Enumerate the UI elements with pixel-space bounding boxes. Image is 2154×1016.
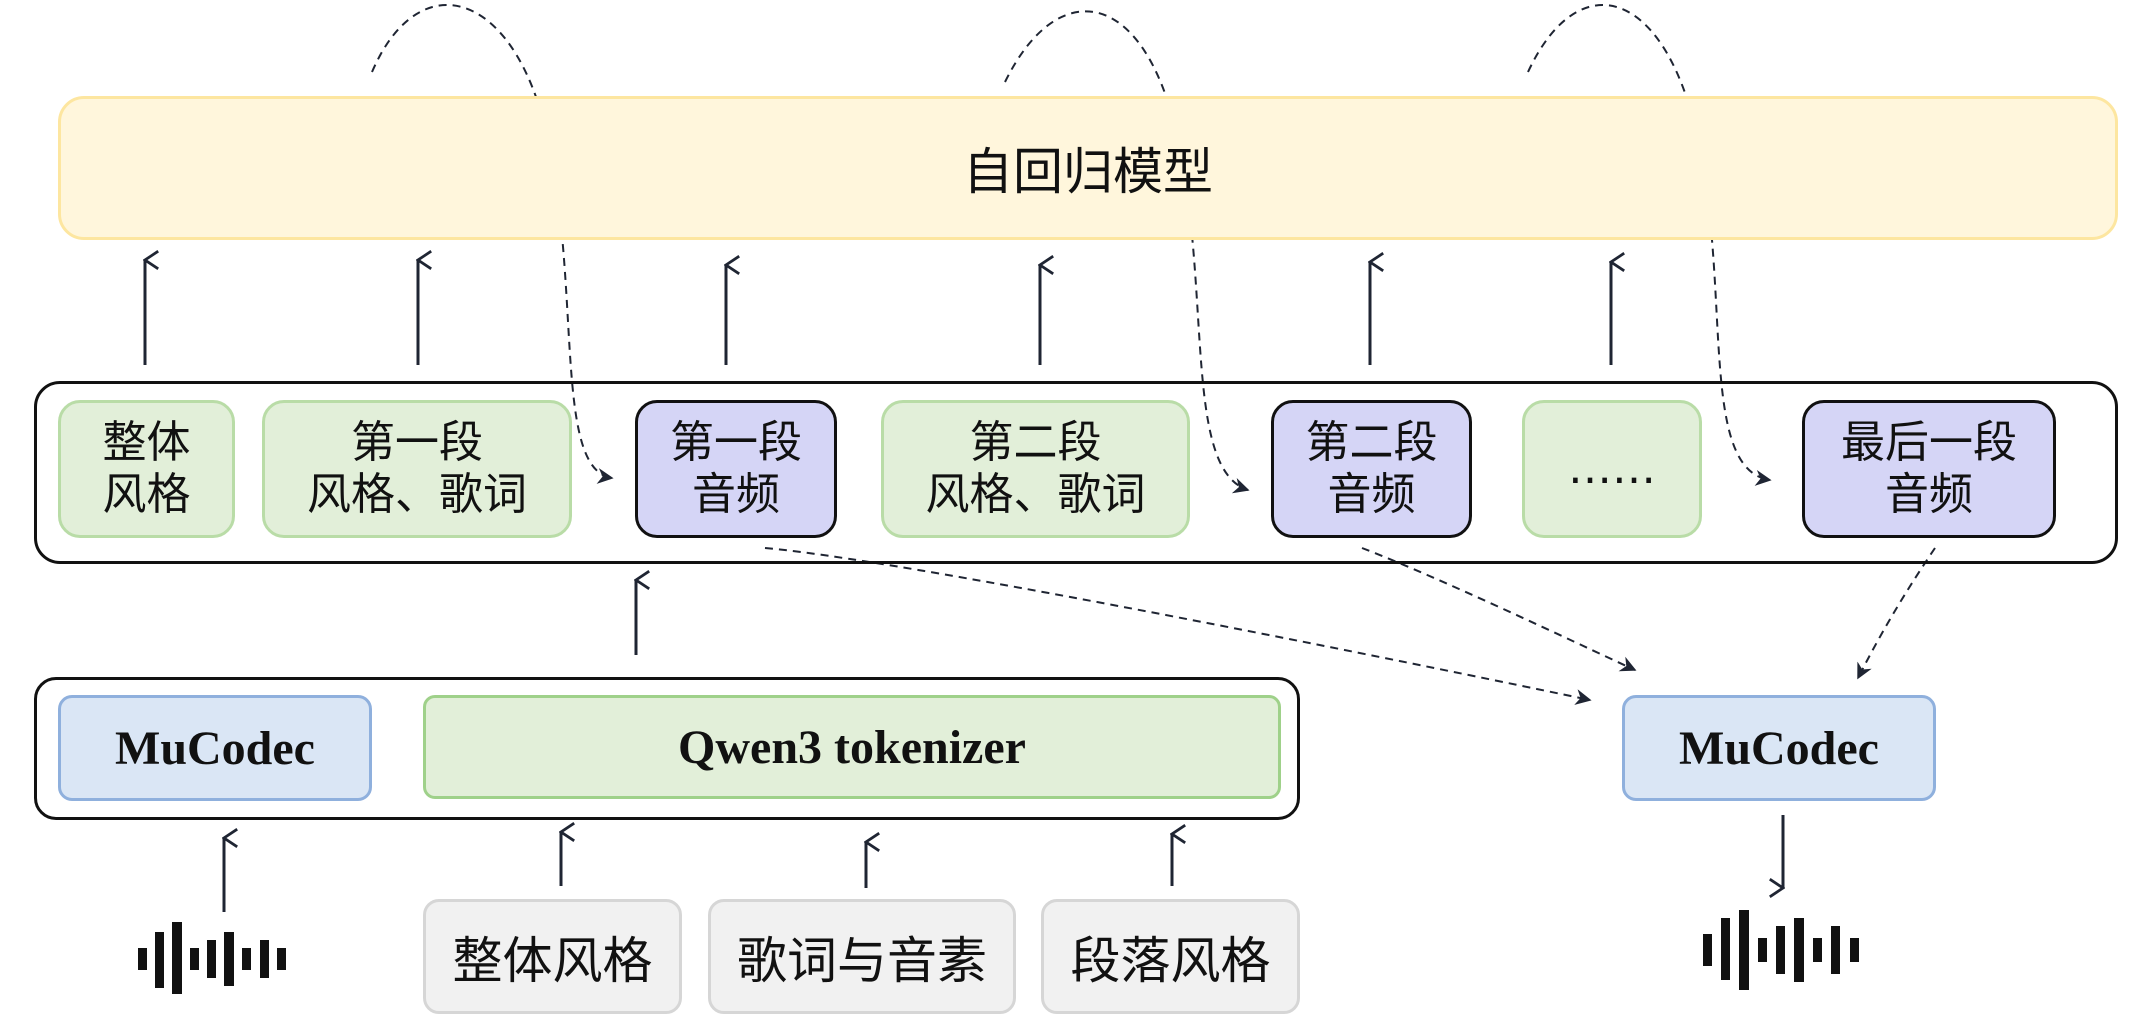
encoder-container: [34, 677, 1300, 820]
output-waveform-icon: [1703, 910, 1859, 990]
token-last-audio: 最后一段 音频: [1802, 400, 2056, 538]
input-waveform-icon: [138, 922, 286, 994]
token-seg1-audio: 第一段 音频: [635, 400, 837, 538]
input-overall-style: 整体风格: [423, 899, 682, 1014]
token-ellipsis: ……: [1522, 400, 1702, 538]
token-label: 第一段 音频: [670, 417, 802, 520]
token-sequence-container: [34, 381, 2118, 564]
model-input-arrows: [145, 260, 1611, 365]
loop-3: [1527, 3, 1772, 486]
input-lyrics-phonemes: 歌词与音素: [708, 899, 1016, 1014]
qwen3-tokenizer: Qwen3 tokenizer: [423, 695, 1281, 799]
mucodec-decoder-label: MuCodec: [1679, 721, 1879, 775]
input-label: 整体风格: [452, 931, 653, 990]
token-seg1-style-lyrics: 第一段 风格、歌词: [262, 400, 572, 538]
input-label: 段落风格: [1070, 931, 1271, 990]
raw-input-arrows: [224, 832, 1172, 912]
token-label: ……: [1568, 443, 1656, 494]
input-segment-style: 段落风格: [1041, 899, 1300, 1014]
decode-line-1: [764, 547, 1592, 705]
token-label: 第二段 音频: [1305, 417, 1438, 520]
decode-line-3: [1857, 547, 1936, 680]
decode-line-2: [1361, 547, 1637, 672]
token-label: 最后一段 音频: [1841, 417, 2017, 520]
mucodec-encoder-label: MuCodec: [115, 721, 315, 775]
input-label: 歌词与音素: [737, 931, 987, 990]
token-overall-style: 整体 风格: [58, 400, 235, 538]
token-label: 第二段 风格、歌词: [925, 417, 1146, 520]
mucodec-encoder: MuCodec: [58, 695, 372, 801]
token-label: 第一段 风格、歌词: [307, 417, 527, 520]
loop-2: [1004, 10, 1250, 494]
model-label: 自回归模型: [963, 143, 1213, 201]
mucodec-decoder: MuCodec: [1622, 695, 1936, 801]
autoregressive-model: 自回归模型: [58, 96, 2118, 240]
token-seg2-style-lyrics: 第二段 风格、歌词: [881, 400, 1190, 538]
token-label: 整体 风格: [102, 417, 191, 520]
qwen3-tokenizer-label: Qwen3 tokenizer: [678, 720, 1026, 774]
token-seg2-audio: 第二段 音频: [1271, 400, 1472, 538]
